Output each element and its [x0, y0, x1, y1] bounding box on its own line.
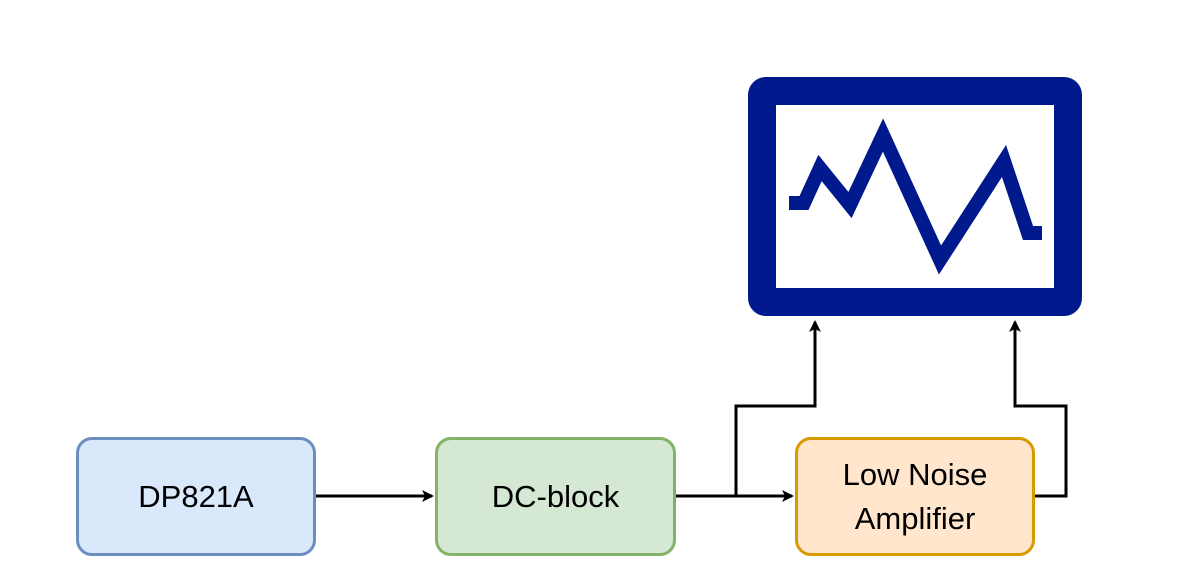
- connector-lna-to-oscilloscope: [1009, 320, 1068, 498]
- connectors: [316, 320, 1068, 502]
- dc-block-block: DC-block: [435, 437, 676, 556]
- dp821a-label: DP821A: [138, 478, 254, 514]
- low-noise-amplifier-label: Low Noise Amplifier: [842, 456, 988, 536]
- oscilloscope-icon: [748, 77, 1082, 316]
- dp821a-block: DP821A: [76, 437, 316, 556]
- low-noise-amplifier-block: Low Noise Amplifier: [795, 437, 1035, 556]
- connector-dcblock-to-oscilloscope: [734, 320, 821, 496]
- oscilloscope-waveform: [789, 118, 1042, 275]
- dc-block-label: DC-block: [491, 478, 620, 514]
